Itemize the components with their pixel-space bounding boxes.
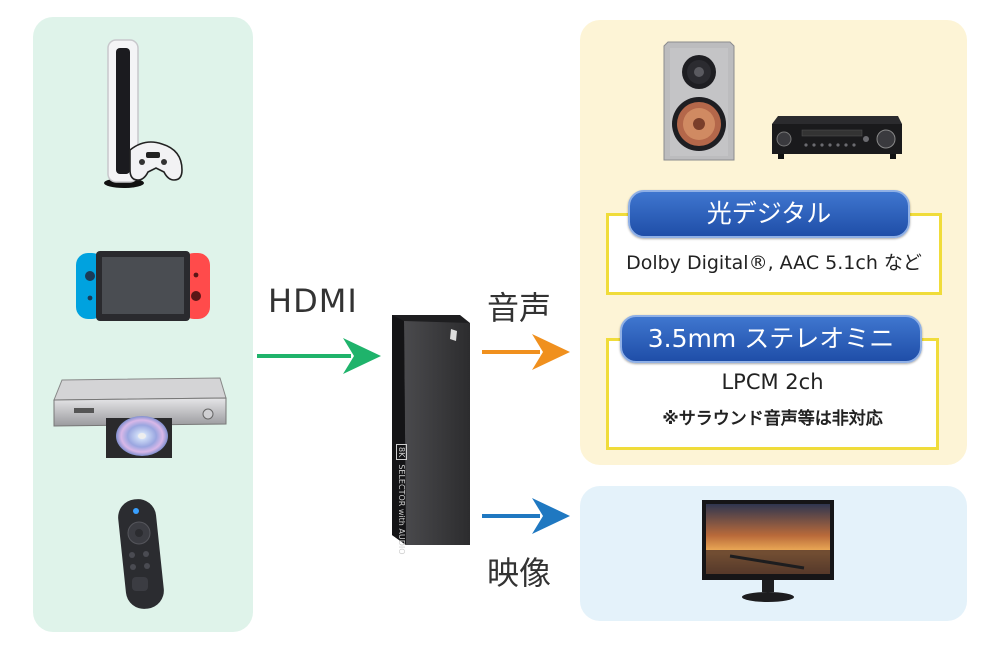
game-console-icon	[104, 39, 183, 188]
speaker-icon	[663, 41, 735, 161]
dvd-player-icon	[53, 377, 227, 458]
optical-title: 光デジタル	[628, 190, 910, 238]
device-label-area: 8K SELECTOR with AUDIO	[392, 444, 408, 555]
selector-device-icon	[392, 315, 470, 545]
video-label: 映像	[487, 554, 552, 592]
hdmi-label: HDMI	[268, 282, 358, 320]
audio-arrow	[482, 334, 570, 370]
hdmi-arrow	[257, 338, 381, 374]
amplifier-icon	[772, 116, 902, 159]
device-badge: 8K	[396, 444, 407, 461]
audio-label: 音声	[487, 289, 552, 327]
mini-title: 3.5mm ステレオミニ	[620, 315, 922, 363]
device-text: SELECTOR with AUDIO	[397, 464, 406, 555]
mini-format: LPCM 2ch	[721, 370, 824, 394]
mini-note: ※サラウンド音声等は非対応	[662, 409, 883, 429]
remote-control-icon	[118, 499, 164, 609]
monitor-icon	[702, 500, 834, 602]
video-arrow	[482, 498, 570, 534]
optical-description: Dolby Digital®, AAC 5.1ch など	[626, 252, 922, 274]
handheld-console-icon	[76, 251, 210, 321]
